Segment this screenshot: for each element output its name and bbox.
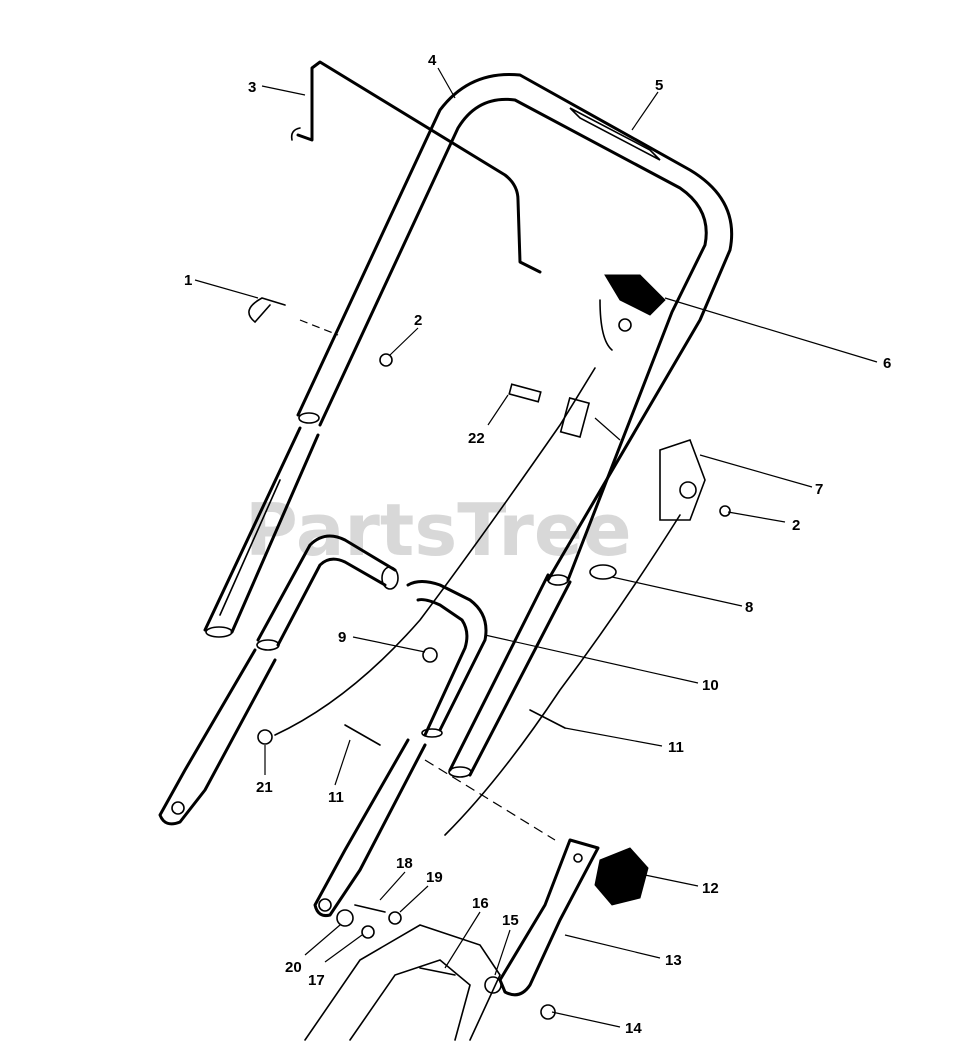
callout-19: 19 [426, 869, 443, 886]
part-8-clip [589, 564, 617, 580]
callout-21: 21 [256, 779, 273, 796]
lower-right-bracket [498, 838, 600, 997]
part-7-bracket [659, 438, 706, 521]
callout-18: 18 [396, 855, 413, 872]
callout-5: 5 [655, 77, 663, 94]
upper-handle [296, 72, 734, 586]
callout-22: 22 [468, 430, 485, 447]
callout-1: 1 [184, 272, 192, 289]
callout-15: 15 [502, 912, 519, 929]
callout-14: 14 [625, 1020, 642, 1037]
callout-17: 17 [308, 972, 325, 989]
part-1-hairpin [248, 297, 286, 324]
part-22-bolt [508, 383, 591, 438]
left-lower-handle [256, 534, 399, 651]
control-bar [290, 60, 542, 274]
callout-9: 9 [338, 629, 346, 646]
callout-20: 20 [285, 959, 302, 976]
part-12-knob [594, 847, 649, 906]
callout-2-upper: 2 [414, 312, 422, 329]
fasteners [257, 353, 731, 1020]
part-6-housing [599, 274, 666, 351]
callout-2-lower: 2 [792, 517, 800, 534]
watermark: PartsTree [245, 488, 632, 572]
lower-left-bracket [313, 738, 427, 917]
callout-11-right: 11 [668, 739, 684, 756]
leader-lines [194, 67, 878, 1028]
callout-12: 12 [702, 880, 719, 897]
callout-7: 7 [815, 481, 823, 498]
callout-6: 6 [883, 355, 891, 372]
control-cable [274, 367, 681, 836]
callout-13: 13 [665, 952, 682, 969]
right-lower-tube [448, 573, 572, 778]
left-bottom-bracket [158, 648, 277, 826]
deck-outline [304, 924, 501, 1041]
callout-3: 3 [248, 79, 256, 96]
middle-handle-bend [406, 580, 488, 738]
callout-8: 8 [745, 599, 753, 616]
callout-11-left: 11 [328, 789, 344, 806]
callout-10: 10 [702, 677, 719, 694]
callout-16: 16 [472, 895, 489, 912]
left-upper-tube [203, 426, 320, 638]
callout-4: 4 [428, 52, 437, 69]
